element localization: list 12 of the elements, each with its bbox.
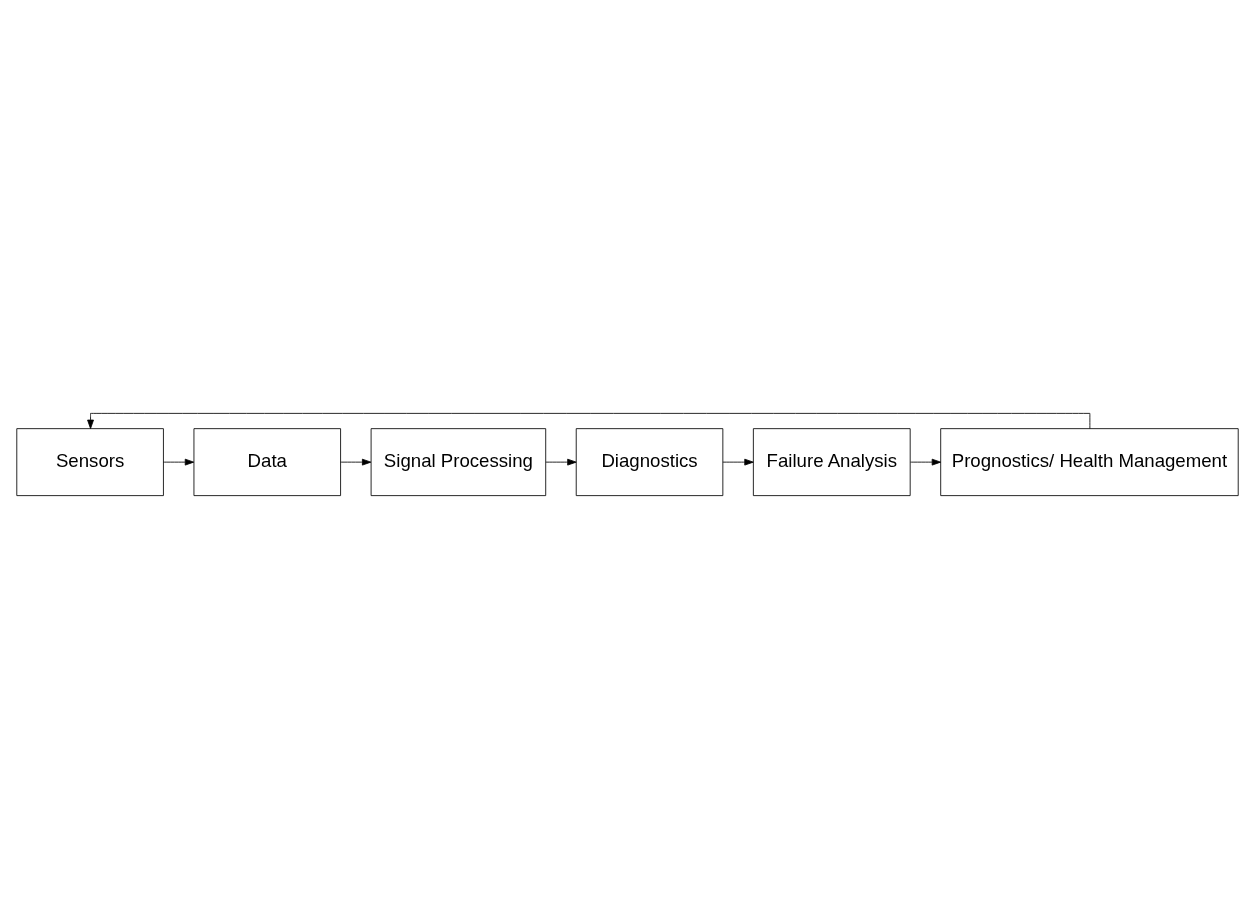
arrow [163, 458, 195, 466]
arrow [722, 458, 754, 466]
node-box: Data [193, 428, 341, 497]
arrow [545, 458, 577, 466]
arrow [340, 458, 372, 466]
arrow [910, 458, 942, 466]
node-box: Signal Processing [370, 428, 547, 497]
node-box: Failure Analysis [752, 428, 911, 497]
node-box: Diagnostics [575, 428, 724, 497]
arrow [87, 412, 1091, 429]
node-box: Prognostics/ Health Management [940, 428, 1239, 497]
node-box: Sensors [16, 428, 164, 497]
